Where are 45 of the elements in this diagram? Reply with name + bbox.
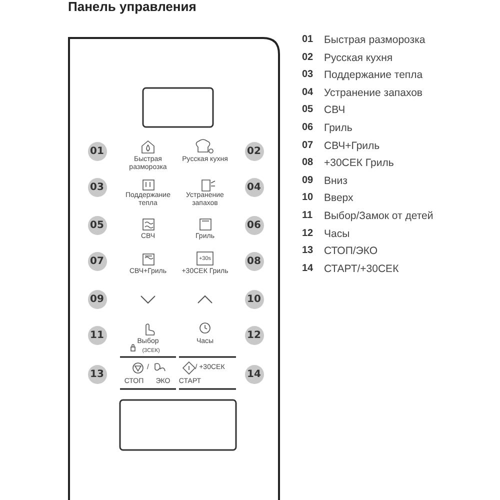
list-number: 10 — [302, 192, 314, 204]
callout-number: 12 — [244, 326, 264, 345]
callout-number: 07 — [88, 252, 106, 271]
list-item-text: СВЧ — [324, 104, 346, 116]
display-window — [142, 87, 214, 128]
display-window — [119, 399, 237, 451]
list-number: 03 — [302, 69, 314, 80]
list-item-text: Быстрая разморозка — [324, 34, 426, 46]
list-item-text: +30СЕК Гриль — [324, 157, 394, 170]
callout-number: 05 — [88, 216, 106, 235]
list-item-text: Вниз — [324, 174, 348, 187]
list-number: 02 — [302, 52, 314, 63]
list-item-text: СТАРТ/+30СЕК — [324, 262, 399, 275]
callout-number: 02 — [244, 142, 264, 161]
list-item-text: Часы — [324, 228, 350, 240]
list-number: 11 — [302, 210, 313, 221]
callout-number: 09 — [88, 290, 106, 309]
list-item-text: Поддержание тепла — [324, 69, 423, 82]
list-item-text: Гриль — [324, 122, 352, 134]
callout-number: 04 — [244, 178, 264, 197]
list-item-text: Устранение запахов — [324, 86, 422, 99]
list-number: 09 — [302, 174, 314, 186]
callout-number: 01 — [88, 142, 106, 161]
page-heading: Панель управления — [68, 0, 196, 14]
list-item-text: СВЧ+Гриль — [324, 140, 380, 152]
list-number: 04 — [302, 86, 314, 98]
list-number: 12 — [302, 228, 314, 239]
callout-number: 13 — [88, 365, 106, 384]
list-item-text: СТОП/ЭКО — [324, 245, 378, 258]
list-number: 01 — [302, 34, 314, 45]
list-item-text: Выбор/Замок от детей — [324, 210, 434, 222]
list-number: 14 — [302, 262, 314, 274]
callout-number: 08 — [244, 252, 264, 271]
callout-number: 03 — [88, 178, 106, 197]
callout-number: 14 — [244, 365, 264, 384]
list-number: 13 — [302, 245, 314, 256]
callout-number: 10 — [244, 290, 264, 309]
list-number: 08 — [302, 157, 314, 168]
callout-number: 11 — [88, 326, 106, 345]
list-item-text: Вверх — [324, 192, 354, 204]
list-number: 06 — [302, 122, 314, 133]
list-item-text: Русская кухня — [324, 52, 393, 64]
callout-number: 06 — [244, 216, 264, 235]
list-number: 05 — [302, 104, 314, 116]
list-number: 07 — [302, 140, 314, 151]
